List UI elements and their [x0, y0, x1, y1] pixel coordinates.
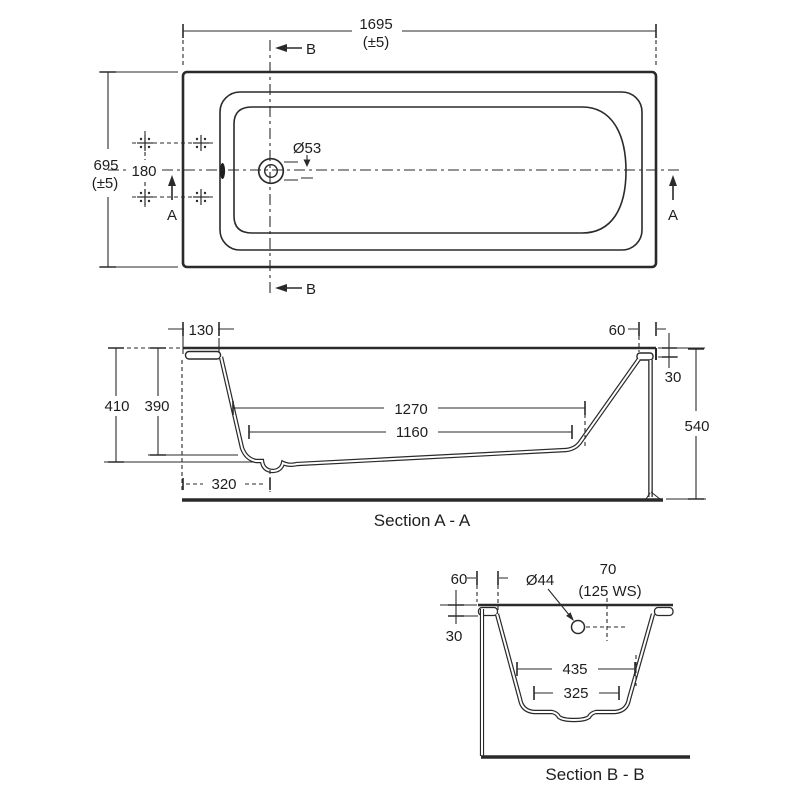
bb-right-lip [653, 606, 674, 617]
aa-shell-core [220, 356, 640, 473]
waste-dia-leaders [284, 155, 313, 181]
waste-hole-inner [264, 163, 279, 178]
bb-dim-325-value: 325 [563, 685, 588, 702]
dim-width-tolerance: (±5) [92, 175, 119, 192]
aa-dim-30-value: 30 [665, 369, 682, 386]
aa-dim-320-extensions [181, 360, 271, 492]
aa-dim-1270-ticks [232, 401, 586, 415]
dim-length-ticks [182, 24, 657, 38]
section-b-label-top: B [306, 41, 316, 58]
aa-left-lip [184, 350, 222, 360]
bb-dim-435-ticks [516, 662, 636, 676]
aa-foot [645, 491, 661, 500]
bb-shell-core [496, 613, 654, 722]
section-b-arrowhead-bottom-icon [275, 284, 287, 292]
aa-dim-410-value: 410 [104, 398, 129, 415]
section-a-label-right: A [668, 207, 678, 224]
section-a-arrowhead-right-icon [669, 175, 677, 186]
aa-dim-1270-value: 1270 [394, 401, 427, 418]
dim-width-extensions [99, 71, 178, 268]
bb-dim-o44-value: Ø44 [526, 572, 554, 589]
overflow-hole [570, 619, 586, 635]
section-bb-view: 60 30 Ø44 70 (125 WS) 435 325 Section B … [440, 561, 690, 784]
section-aa-view: 130 60 30 410 390 1270 1160 320 [104, 322, 710, 530]
dim-length-tolerance: (±5) [363, 34, 390, 51]
bb-dim-60-ticks [476, 571, 499, 585]
aa-dim-1160-value: 1160 [396, 424, 428, 441]
overflow-leader-arrow-icon [566, 612, 574, 621]
bb-dim-325-ticks [533, 686, 620, 700]
fixing-marker-icon [136, 188, 154, 206]
bb-dim-30-ticks [448, 604, 464, 617]
dim-grip-spacing-value: 180 [131, 163, 156, 180]
bb-dim-60-value: 60 [451, 571, 468, 588]
dim-length-extensions [182, 40, 657, 66]
section-b-label-bottom: B [306, 281, 316, 298]
fixing-marker-icon [192, 188, 210, 206]
aa-dim-540-value: 540 [684, 418, 709, 435]
aa-dim-130-extensions [182, 336, 220, 354]
dim-width-value: 695 [93, 157, 118, 174]
aa-dim-130-ticks [182, 322, 220, 336]
bb-left-lip [477, 606, 499, 617]
bb-dim-435-value: 435 [562, 661, 587, 678]
overflow-mark [219, 163, 226, 179]
aa-dim-320-value: 320 [211, 476, 236, 493]
section-a-label-left: A [167, 207, 177, 224]
section-b-arrowhead-top-icon [275, 44, 287, 52]
dim-waste-dia-value: Ø53 [293, 140, 321, 157]
section-aa-title: Section A - A [374, 511, 471, 530]
dim-length-value: 1695 [359, 16, 392, 33]
aa-dim-60-ticks [638, 322, 657, 336]
bb-dim-30-extensions [440, 604, 478, 617]
aa-dim-60-value: 60 [609, 322, 626, 339]
waste-dia-arrow-icon [303, 159, 311, 167]
bb-dim-70-value: 70 [600, 561, 617, 578]
section-bb-title: Section B - B [545, 765, 644, 784]
section-a-arrowhead-left-icon [168, 175, 176, 186]
waste-hole-outer [257, 157, 285, 185]
aa-right-lip [636, 352, 654, 361]
plan-interior-outline [233, 106, 627, 234]
aa-dim-30-ticks [662, 347, 677, 358]
aa-shell-outline [218, 356, 641, 474]
overflow-leader [547, 588, 571, 617]
aa-dim-390-value: 390 [144, 398, 169, 415]
bb-dim-30-value: 30 [446, 628, 463, 645]
fixing-marker-icon [192, 134, 210, 152]
bb-dim-70-note: (125 WS) [578, 583, 641, 600]
aa-dim-1160-ticks [248, 425, 573, 439]
aa-dim-130-value: 130 [188, 322, 213, 339]
bb-dim-60-extensions [476, 585, 499, 611]
plan-view: 1695 (±5) 695 (±5) 180 Ø53 A A B B [92, 16, 682, 298]
fixing-marker-icon [136, 134, 154, 152]
